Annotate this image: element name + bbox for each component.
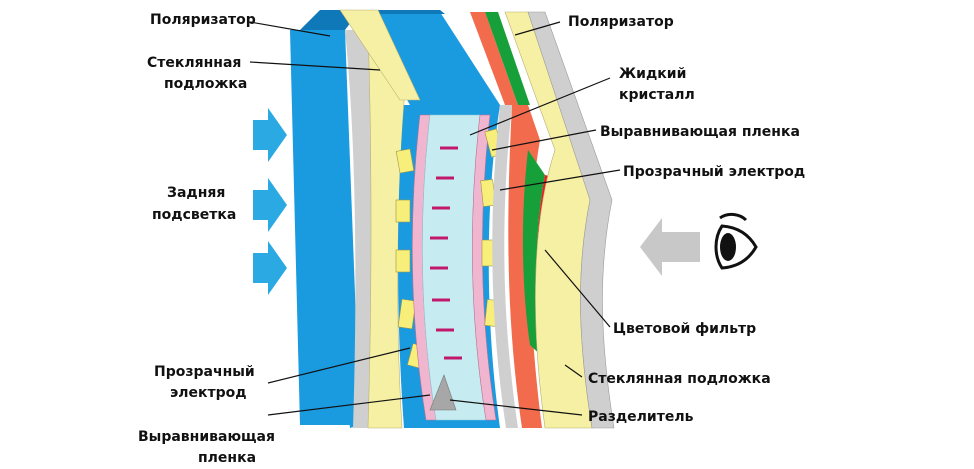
label-alignment-film-right: Выравнивающая пленка <box>600 124 800 140</box>
backlight-arrow-icon <box>253 178 287 232</box>
label-backlight-1: Задняя <box>167 185 225 201</box>
label-liquid-crystal-1: Жидкий <box>619 66 686 82</box>
polarizer-left-layer <box>290 10 360 428</box>
label-polarizer-right: Поляризатор <box>568 14 674 30</box>
leader-lines <box>249 21 621 416</box>
label-glass-substrate-left-2: подложка <box>164 76 247 92</box>
label-transparent-electrode-left-2: электрод <box>170 385 247 401</box>
label-transparent-electrode-right: Прозрачный электрод <box>623 164 805 180</box>
liquid-crystal-molecules <box>430 146 462 360</box>
label-liquid-crystal-2: кристалл <box>619 87 695 103</box>
label-alignment-film-left-1: Выравнивающая <box>138 429 275 445</box>
label-color-filter: Цветовой фильтр <box>613 321 756 337</box>
polarizer-right-layer <box>527 11 615 429</box>
backlight-arrows <box>253 108 287 295</box>
label-backlight-2: подсветка <box>152 207 236 223</box>
label-spacer: Разделитель <box>588 409 694 425</box>
grey-layer-right <box>492 105 518 428</box>
electrode-blocks-left <box>395 148 427 369</box>
label-glass-substrate-left-1: Стеклянная <box>147 55 241 71</box>
grey-layer-left <box>345 30 371 428</box>
viewer-arrow-icon <box>640 218 700 276</box>
viewer <box>640 212 758 276</box>
eye-icon <box>714 212 758 270</box>
spacer-element <box>429 374 457 411</box>
backlight-arrow-icon <box>253 241 287 295</box>
label-polarizer-left: Поляризатор <box>150 12 256 28</box>
label-transparent-electrode-left-1: Прозрачный <box>154 364 255 380</box>
label-glass-substrate-right: Стеклянная подложка <box>588 371 771 387</box>
label-alignment-film-left-2: пленка <box>198 450 256 466</box>
backlight-arrow-icon <box>253 108 287 162</box>
